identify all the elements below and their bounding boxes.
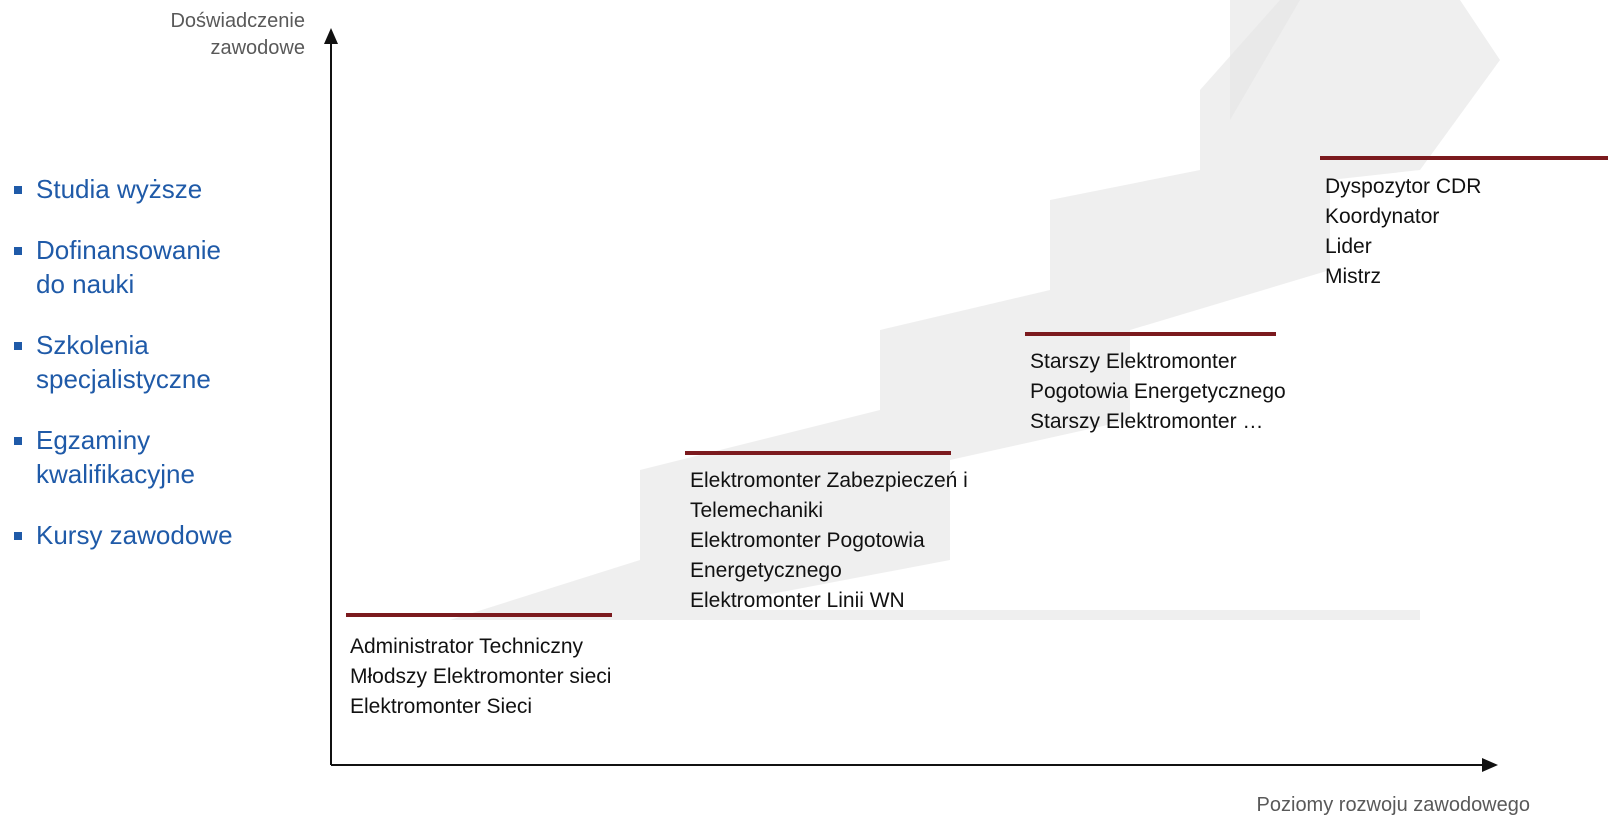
level-4-roles: Dyspozytor CDR Koordynator Lider Mistrz xyxy=(1325,172,1481,292)
role-label: Elektromonter Pogotowia xyxy=(690,529,925,552)
role-label: Telemechaniki xyxy=(690,499,824,522)
role-label: Elektromonter Zabezpieczeń i xyxy=(690,469,968,492)
role-label: Pogotowia Energetycznego xyxy=(1030,380,1286,403)
development-item: Studia wyższe xyxy=(12,172,302,206)
role-label: Starszy Elektromonter … xyxy=(1030,410,1264,433)
development-item: Dofinansowanie do nauki xyxy=(12,233,302,301)
y-axis-title-line-1: Doświadczenie xyxy=(170,10,305,32)
level-4-bar xyxy=(1320,156,1608,160)
development-item-text: Szkolenia xyxy=(36,330,149,360)
y-axis-title-line-2: zawodowe xyxy=(210,37,305,59)
square-bullet-icon xyxy=(14,342,22,350)
y-axis-arrowhead xyxy=(324,28,338,44)
development-item-text: kwalifikacyjne xyxy=(36,459,195,489)
development-item: Szkolenia specjalistyczne xyxy=(12,328,302,396)
role-label: Koordynator xyxy=(1325,205,1440,228)
role-label: Starszy Elektromonter xyxy=(1030,350,1237,373)
role-label: Administrator Techniczny xyxy=(350,635,584,658)
level-2-bar xyxy=(685,451,951,455)
development-item-text: Dofinansowanie xyxy=(36,235,222,265)
role-label: Mistrz xyxy=(1325,265,1381,288)
development-item: Egzaminy kwalifikacyjne xyxy=(12,423,302,491)
role-label: Dyspozytor CDR xyxy=(1325,175,1482,198)
level-3-roles: Starszy Elektromonter Pogotowia Energety… xyxy=(1030,347,1286,437)
level-1-bar xyxy=(346,613,612,617)
level-3-bar xyxy=(1025,332,1276,336)
square-bullet-icon xyxy=(14,437,22,445)
role-label: Elektromonter Sieci xyxy=(350,695,533,718)
development-item-text: Studia wyższe xyxy=(36,174,203,204)
development-item-text: specjalistyczne xyxy=(36,364,211,394)
development-item-text: Egzaminy xyxy=(36,425,151,455)
role-label: Młodszy Elektromonter sieci xyxy=(350,665,612,688)
y-axis-title: Doświadczenie zawodowe xyxy=(90,8,305,62)
square-bullet-icon xyxy=(14,532,22,540)
level-1-roles: Administrator Techniczny Młodszy Elektro… xyxy=(350,632,611,722)
square-bullet-icon xyxy=(14,247,22,255)
development-item: Kursy zawodowe xyxy=(12,518,302,552)
development-list: Studia wyższe Dofinansowanie do nauki Sz… xyxy=(12,172,302,579)
development-item-text: Kursy zawodowe xyxy=(36,520,233,550)
role-label: Lider xyxy=(1325,235,1372,258)
role-label: Energetycznego xyxy=(690,559,842,582)
square-bullet-icon xyxy=(14,186,22,194)
role-label: Elektromonter Linii WN xyxy=(690,589,905,612)
development-item-text: do nauki xyxy=(36,269,135,299)
level-2-roles: Elektromonter Zabezpieczeń i Telemechani… xyxy=(690,466,968,616)
x-axis-arrowhead xyxy=(1482,758,1498,772)
x-axis-title: Poziomy rozwoju zawodowego xyxy=(1256,794,1530,816)
